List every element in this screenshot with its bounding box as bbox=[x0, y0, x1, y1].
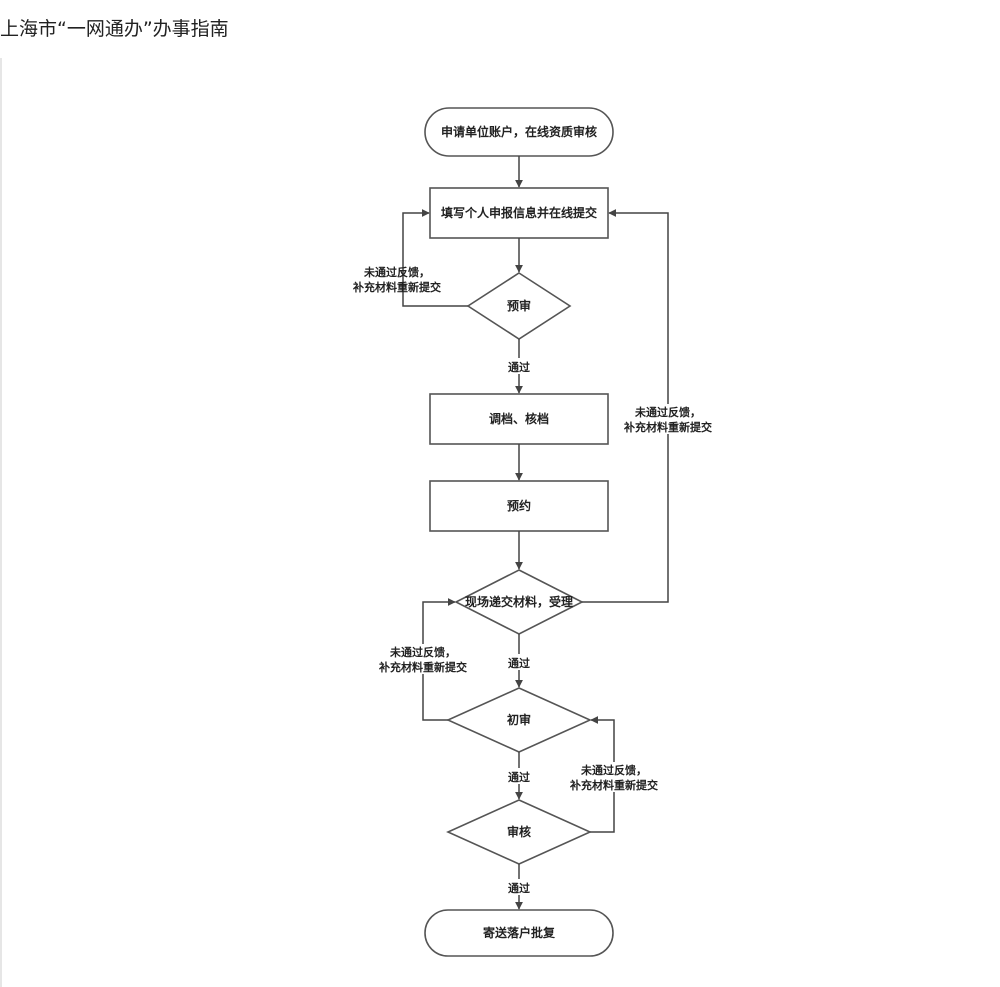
node-first-review: 初审 bbox=[507, 712, 531, 727]
node-review: 审核 bbox=[507, 824, 531, 839]
label-fail-prereview-line1: 未通过反馈， bbox=[363, 265, 430, 279]
node-end: 寄送落户批复 bbox=[483, 925, 556, 940]
label-pass-prereview: 通过 bbox=[508, 360, 530, 374]
page-title: 上海市“一网通办”办事指南 bbox=[0, 18, 229, 40]
edge-prereview-fail-loop bbox=[402, 209, 468, 307]
node-start: 申请单位账户，在线资质审核 bbox=[441, 124, 597, 139]
node-fill-info: 填写个人申报信息并在线提交 bbox=[441, 205, 597, 220]
node-transfer-check-shape bbox=[429, 393, 609, 445]
label-pass-firstreview: 通过 bbox=[508, 770, 530, 784]
node-transfer-check: 调档、核档 bbox=[489, 411, 549, 426]
node-onsite-submit: 现场递交材料，受理 bbox=[465, 594, 573, 609]
label-pass-review: 通过 bbox=[508, 881, 530, 895]
label-fail-review-line1: 未通过反馈， bbox=[580, 763, 647, 777]
label-fail-firstreview-line2: 补充材料重新提交 bbox=[378, 660, 467, 674]
label-fail-onsite-line2: 补充材料重新提交 bbox=[623, 420, 712, 434]
node-end-shape bbox=[424, 909, 614, 957]
label-fail-prereview-line2: 补充材料重新提交 bbox=[352, 280, 441, 294]
content-divider bbox=[0, 58, 2, 987]
label-pass-onsite: 通过 bbox=[508, 656, 530, 670]
node-appointment: 预约 bbox=[507, 498, 531, 513]
node-fill-info-shape bbox=[429, 187, 609, 239]
node-appointment-shape bbox=[429, 480, 609, 532]
label-fail-review-line2: 补充材料重新提交 bbox=[569, 778, 658, 792]
label-fail-onsite-line1: 未通过反馈， bbox=[634, 405, 701, 419]
node-pre-review: 预审 bbox=[507, 298, 531, 313]
label-fail-firstreview-line1: 未通过反馈， bbox=[389, 645, 456, 659]
